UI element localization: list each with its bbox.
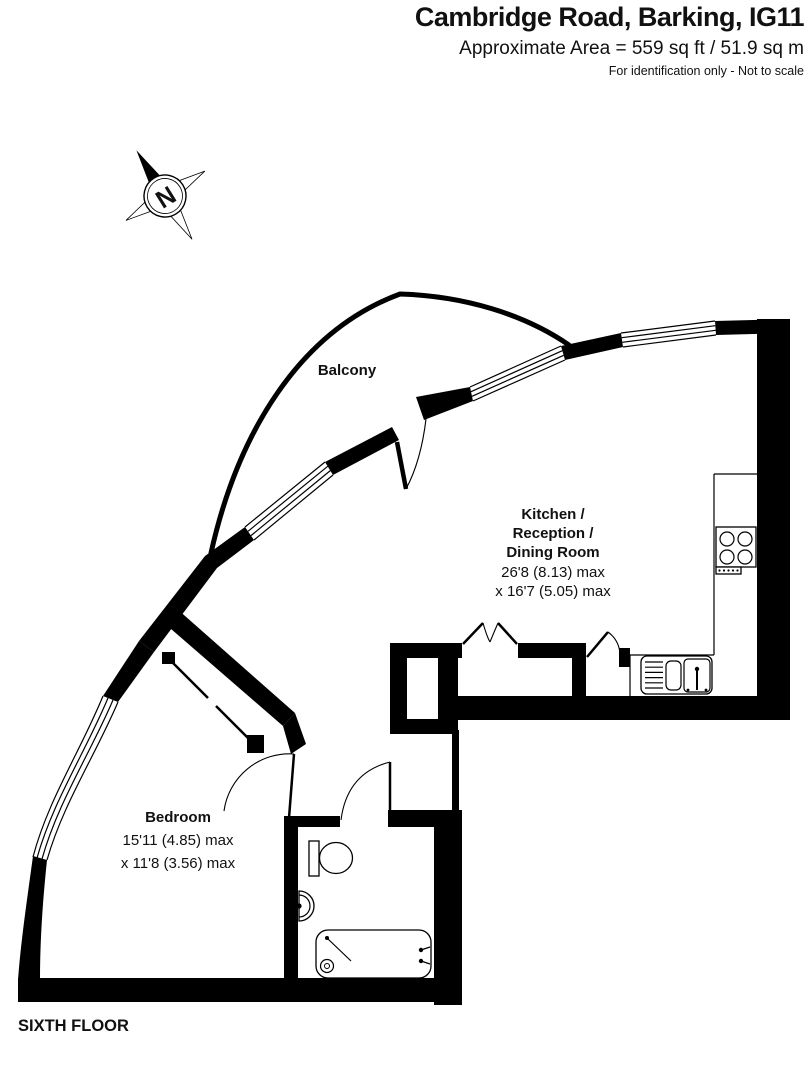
- kitchen-door-leaf: [586, 631, 609, 658]
- compass-icon: N: [125, 150, 206, 240]
- disclaimer-note: For identification only - Not to scale: [608, 64, 804, 79]
- hob-icon: [715, 526, 757, 575]
- wall-west-elbow: [103, 641, 154, 702]
- bathroom-door-swing-arc: [340, 761, 391, 821]
- walls: [18, 319, 790, 1005]
- kitchen-fixtures: [629, 473, 757, 696]
- wall-cupboard-bottom: [390, 719, 458, 734]
- wardrobe-jamb-lower: [247, 735, 264, 753]
- wardrobe-sliding-door: [171, 661, 251, 741]
- wall-hall-north-b: [518, 643, 586, 658]
- wall-hall-north-a: [390, 643, 462, 658]
- page-title: Cambridge Road, Barking, IG11: [414, 2, 805, 32]
- window-bedroom-west: [32, 695, 119, 861]
- wall-bathroom-north-a: [284, 816, 340, 827]
- doors: [171, 418, 621, 822]
- wall-hall-diagonal: [163, 608, 295, 726]
- wall-south-living: [448, 696, 790, 720]
- bedroom-dimensions-line1: 15'11 (4.85) max: [123, 832, 234, 849]
- bedroom-door-swing-arc: [223, 753, 295, 812]
- bedroom-label: Bedroom: [145, 809, 211, 826]
- bedroom-door-leaf: [287, 753, 296, 819]
- window-living-north-2: [620, 320, 717, 348]
- bathtub-icon: [315, 929, 432, 979]
- kitchen-dimensions-line1: 26'8 (8.13) max: [501, 564, 605, 581]
- bedroom-dimensions-line2: x 11'8 (3.56) max: [121, 855, 236, 872]
- kitchen-label-line1: Kitchen /: [521, 506, 585, 523]
- wall-east: [757, 319, 790, 720]
- wall-bathroom-east: [434, 810, 462, 1005]
- basin-icon: [291, 890, 315, 922]
- wall-cupboard-right: [438, 658, 458, 734]
- cupboard-door-arc-left: [482, 622, 491, 643]
- header: Cambridge Road, Barking, IG11 Approximat…: [414, 2, 805, 79]
- sink-icon: [640, 655, 713, 695]
- kitchen-counter-edge: [629, 473, 757, 696]
- cupboard-door-leaf-right: [497, 622, 518, 645]
- cupboard-door-leaf-left: [462, 622, 484, 645]
- approximate-area: Approximate Area = 559 sq ft / 51.9 sq m: [459, 38, 804, 60]
- bathroom-fixtures: [291, 840, 432, 979]
- kitchen-label-line2: Reception /: [513, 525, 595, 542]
- floor-label: SIXTH FLOOR: [18, 1017, 129, 1035]
- wall-hall-partition: [452, 730, 459, 812]
- cupboard-door-arc-right: [489, 622, 499, 643]
- wall-kitchen-stub: [572, 643, 586, 700]
- kitchen-dimensions-line2: x 16'7 (5.05) max: [495, 583, 611, 600]
- wardrobe-jamb-upper: [162, 652, 175, 664]
- balcony-door-swing-arc: [405, 418, 427, 490]
- wall-west-lower: [18, 856, 47, 980]
- wall-bathroom-west: [284, 816, 298, 978]
- toilet-icon: [308, 840, 354, 877]
- compass-ring-outer: [143, 174, 187, 218]
- wall-living-north-a: [416, 387, 473, 420]
- wall-kitchen-door-jamb: [619, 648, 630, 667]
- compass-ring-inner: [147, 178, 183, 214]
- wall-south: [18, 978, 462, 1002]
- window-balcony-wall: [244, 461, 334, 541]
- wall-cupboard-left: [390, 658, 407, 734]
- balcony-label: Balcony: [318, 362, 377, 379]
- wall-balcony-upper: [325, 427, 399, 475]
- wall-living-north-b: [561, 333, 623, 360]
- balcony-outer-wall: [208, 291, 572, 556]
- balcony-door-leaf: [394, 441, 409, 490]
- kitchen-label-line3: Dining Room: [506, 544, 599, 561]
- kitchen-door-swing-arc: [607, 631, 621, 655]
- room-labels: Balcony Kitchen / Reception / Dining Roo…: [18, 362, 611, 1035]
- wall-hall-corner: [283, 713, 306, 754]
- window-living-north-1: [469, 345, 566, 402]
